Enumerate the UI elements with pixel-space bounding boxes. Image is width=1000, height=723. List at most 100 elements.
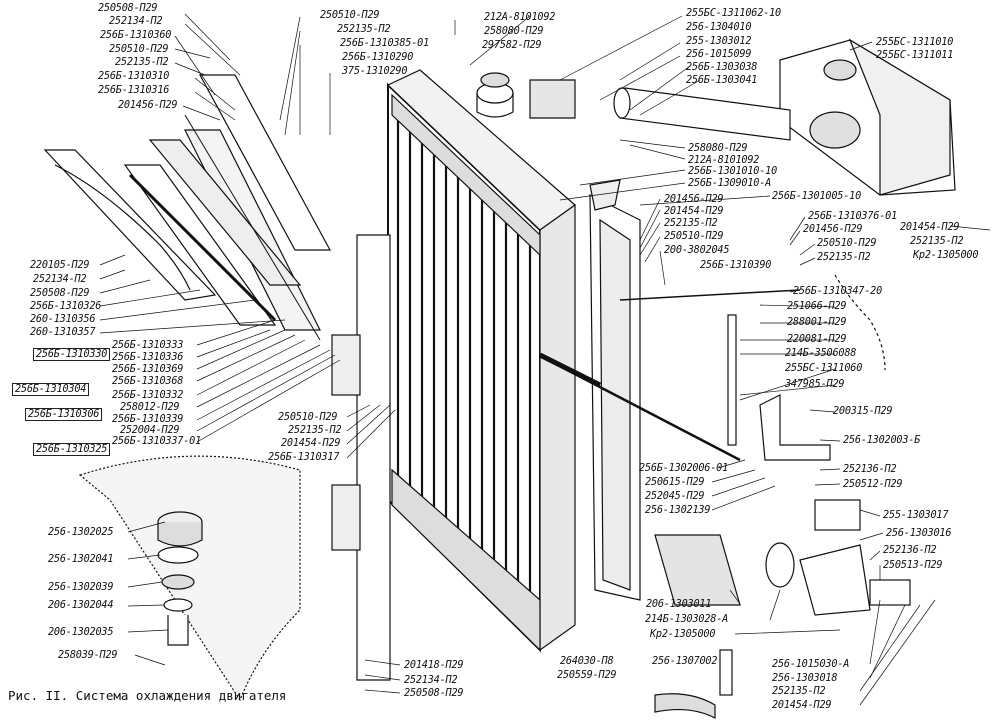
part-label: 256-1303016 [886,528,952,539]
part-label: 252135-П2 [817,252,871,263]
part-label: 212А-8101092 [484,12,556,23]
part-label: Кр2-1305000 [650,629,716,640]
part-label: 250510-П29 [664,231,724,242]
shutter-assembly [43,74,332,341]
part-label-boxed: 256Б-1310330 [33,348,111,361]
part-label: 252134-П2 [109,16,163,27]
part-label: 255БС-1311010 [876,37,954,48]
part-label: Кр2-1305000 [913,250,979,261]
part-label-boxed: 256Б-1310325 [33,443,111,456]
part-label: 220105-П29 [30,260,90,271]
part-label: 252134-П2 [404,675,458,686]
part-label: 256Б-1309010-А [688,178,772,189]
part-label: 256Б-1310316 [98,85,170,96]
part-label: 250510-П29 [278,412,338,423]
part-label: 256Б-1301005-10 [772,191,862,202]
part-label-boxed: 256Б-1310306 [25,408,103,421]
part-label: 256-1302039 [48,582,114,593]
part-label: 250559-П29 [557,670,617,681]
part-label: 256-1302041 [48,554,114,565]
part-label: 252136-П2 [883,545,937,556]
part-label: 258039-П29 [58,650,118,661]
part-label: 347985-П29 [785,379,845,390]
part-label: 288001-П29 [787,317,847,328]
leader-lines [99,13,991,706]
part-label: 255БС-1311062-10 [686,8,781,19]
part-label: 250513-П29 [883,560,943,571]
part-label: 250615-П29 [645,477,705,488]
part-label: 256Б-1310332 [112,390,184,401]
part-label: 201454-П29 [772,700,832,711]
upper-hoses [529,79,861,211]
part-label: 256-1302003-Б [843,435,921,446]
part-label: 256Б-1310326 [30,301,102,312]
part-label: 252135-П2 [664,218,718,229]
part-label: 256Б-1310337-01 [112,436,202,447]
part-label: 250508-П29 [30,288,90,299]
part-label: 214Б-3506088 [785,348,857,359]
part-label: 264030-П8 [560,656,614,667]
part-label: 250508-П29 [98,3,158,14]
part-label: 201454-П29 [281,438,341,449]
part-label: 201418-П29 [404,660,464,671]
part-label-boxed: 256Б-1310304 [12,383,90,396]
part-label: 256-1303018 [772,673,838,684]
part-label: 252134-П2 [33,274,87,285]
drain-cock [654,649,733,719]
radiator-core [386,69,576,653]
part-label: 256-1307002 [652,656,718,667]
part-label: 255-1303012 [686,36,752,47]
part-label: 375-1310290 [342,66,408,77]
part-label: 214Б-1303028-А [645,614,729,625]
part-label: 256Б-1310336 [112,352,184,363]
part-label: 256Б-1310310 [98,71,170,82]
part-label: 212А-8101092 [688,155,760,166]
part-label: 256Б-1301010-10 [688,166,778,177]
part-label: 201456-П29 [803,224,863,235]
part-label: 256Б-1310385-01 [340,38,430,49]
figure-caption: Рис. II. Система охлаждения двигателя [8,688,287,703]
part-label: 256Б-1310390 [700,260,772,271]
part-label: 256-1304010 [686,22,752,33]
part-label: 252045-П29 [645,491,705,502]
radiator-left-frame [331,234,391,681]
part-label: 256Б-1310333 [112,340,184,351]
part-label: 250510-П29 [817,238,877,249]
part-label: 206-1303011 [646,599,712,610]
lower-hose-group [654,499,911,616]
part-label: 206-1302035 [48,627,114,638]
part-label: 220081-П29 [787,334,847,345]
part-label: 258080-П29 [484,26,544,37]
part-label: 260-1310356 [30,314,96,325]
part-label: 252135-П2 [288,425,342,436]
part-label: 255-1303017 [883,510,949,521]
part-label: 250510-П29 [109,44,169,55]
part-label: 260-1310357 [30,327,96,338]
part-label: 252135-П2 [115,57,169,68]
part-label: 250510-П29 [320,10,380,21]
fan-ring [589,194,641,601]
part-label: 255БС-1311011 [876,50,954,61]
part-label: 206-1302044 [48,600,114,611]
part-label: 256Б-1303041 [686,75,758,86]
part-label: 250512-П29 [843,479,903,490]
part-label: 258080-П29 [688,143,748,154]
part-label: 256Б-1310360 [100,30,172,41]
part-label: 297582-П29 [482,40,542,51]
part-label: 256Б-1310347-20 [793,286,883,297]
part-label: 256-1302025 [48,527,114,538]
part-label: 252136-П2 [843,464,897,475]
part-label: 256Б-1310339 [112,414,184,425]
part-label: 251066-П29 [787,301,847,312]
part-label: 252004-П29 [120,425,180,436]
part-label: 250508-П29 [404,688,464,699]
part-label: 201456-П29 [118,100,178,111]
part-label: 256Б-1310317 [268,452,340,463]
part-label: 252135-П2 [337,24,391,35]
part-label: 201454-П29 [664,206,724,217]
part-label: 256Б-1302006-01 [639,463,729,474]
part-label: 256-1015030-А [772,659,850,670]
part-label: 201454-П29 [900,222,960,233]
